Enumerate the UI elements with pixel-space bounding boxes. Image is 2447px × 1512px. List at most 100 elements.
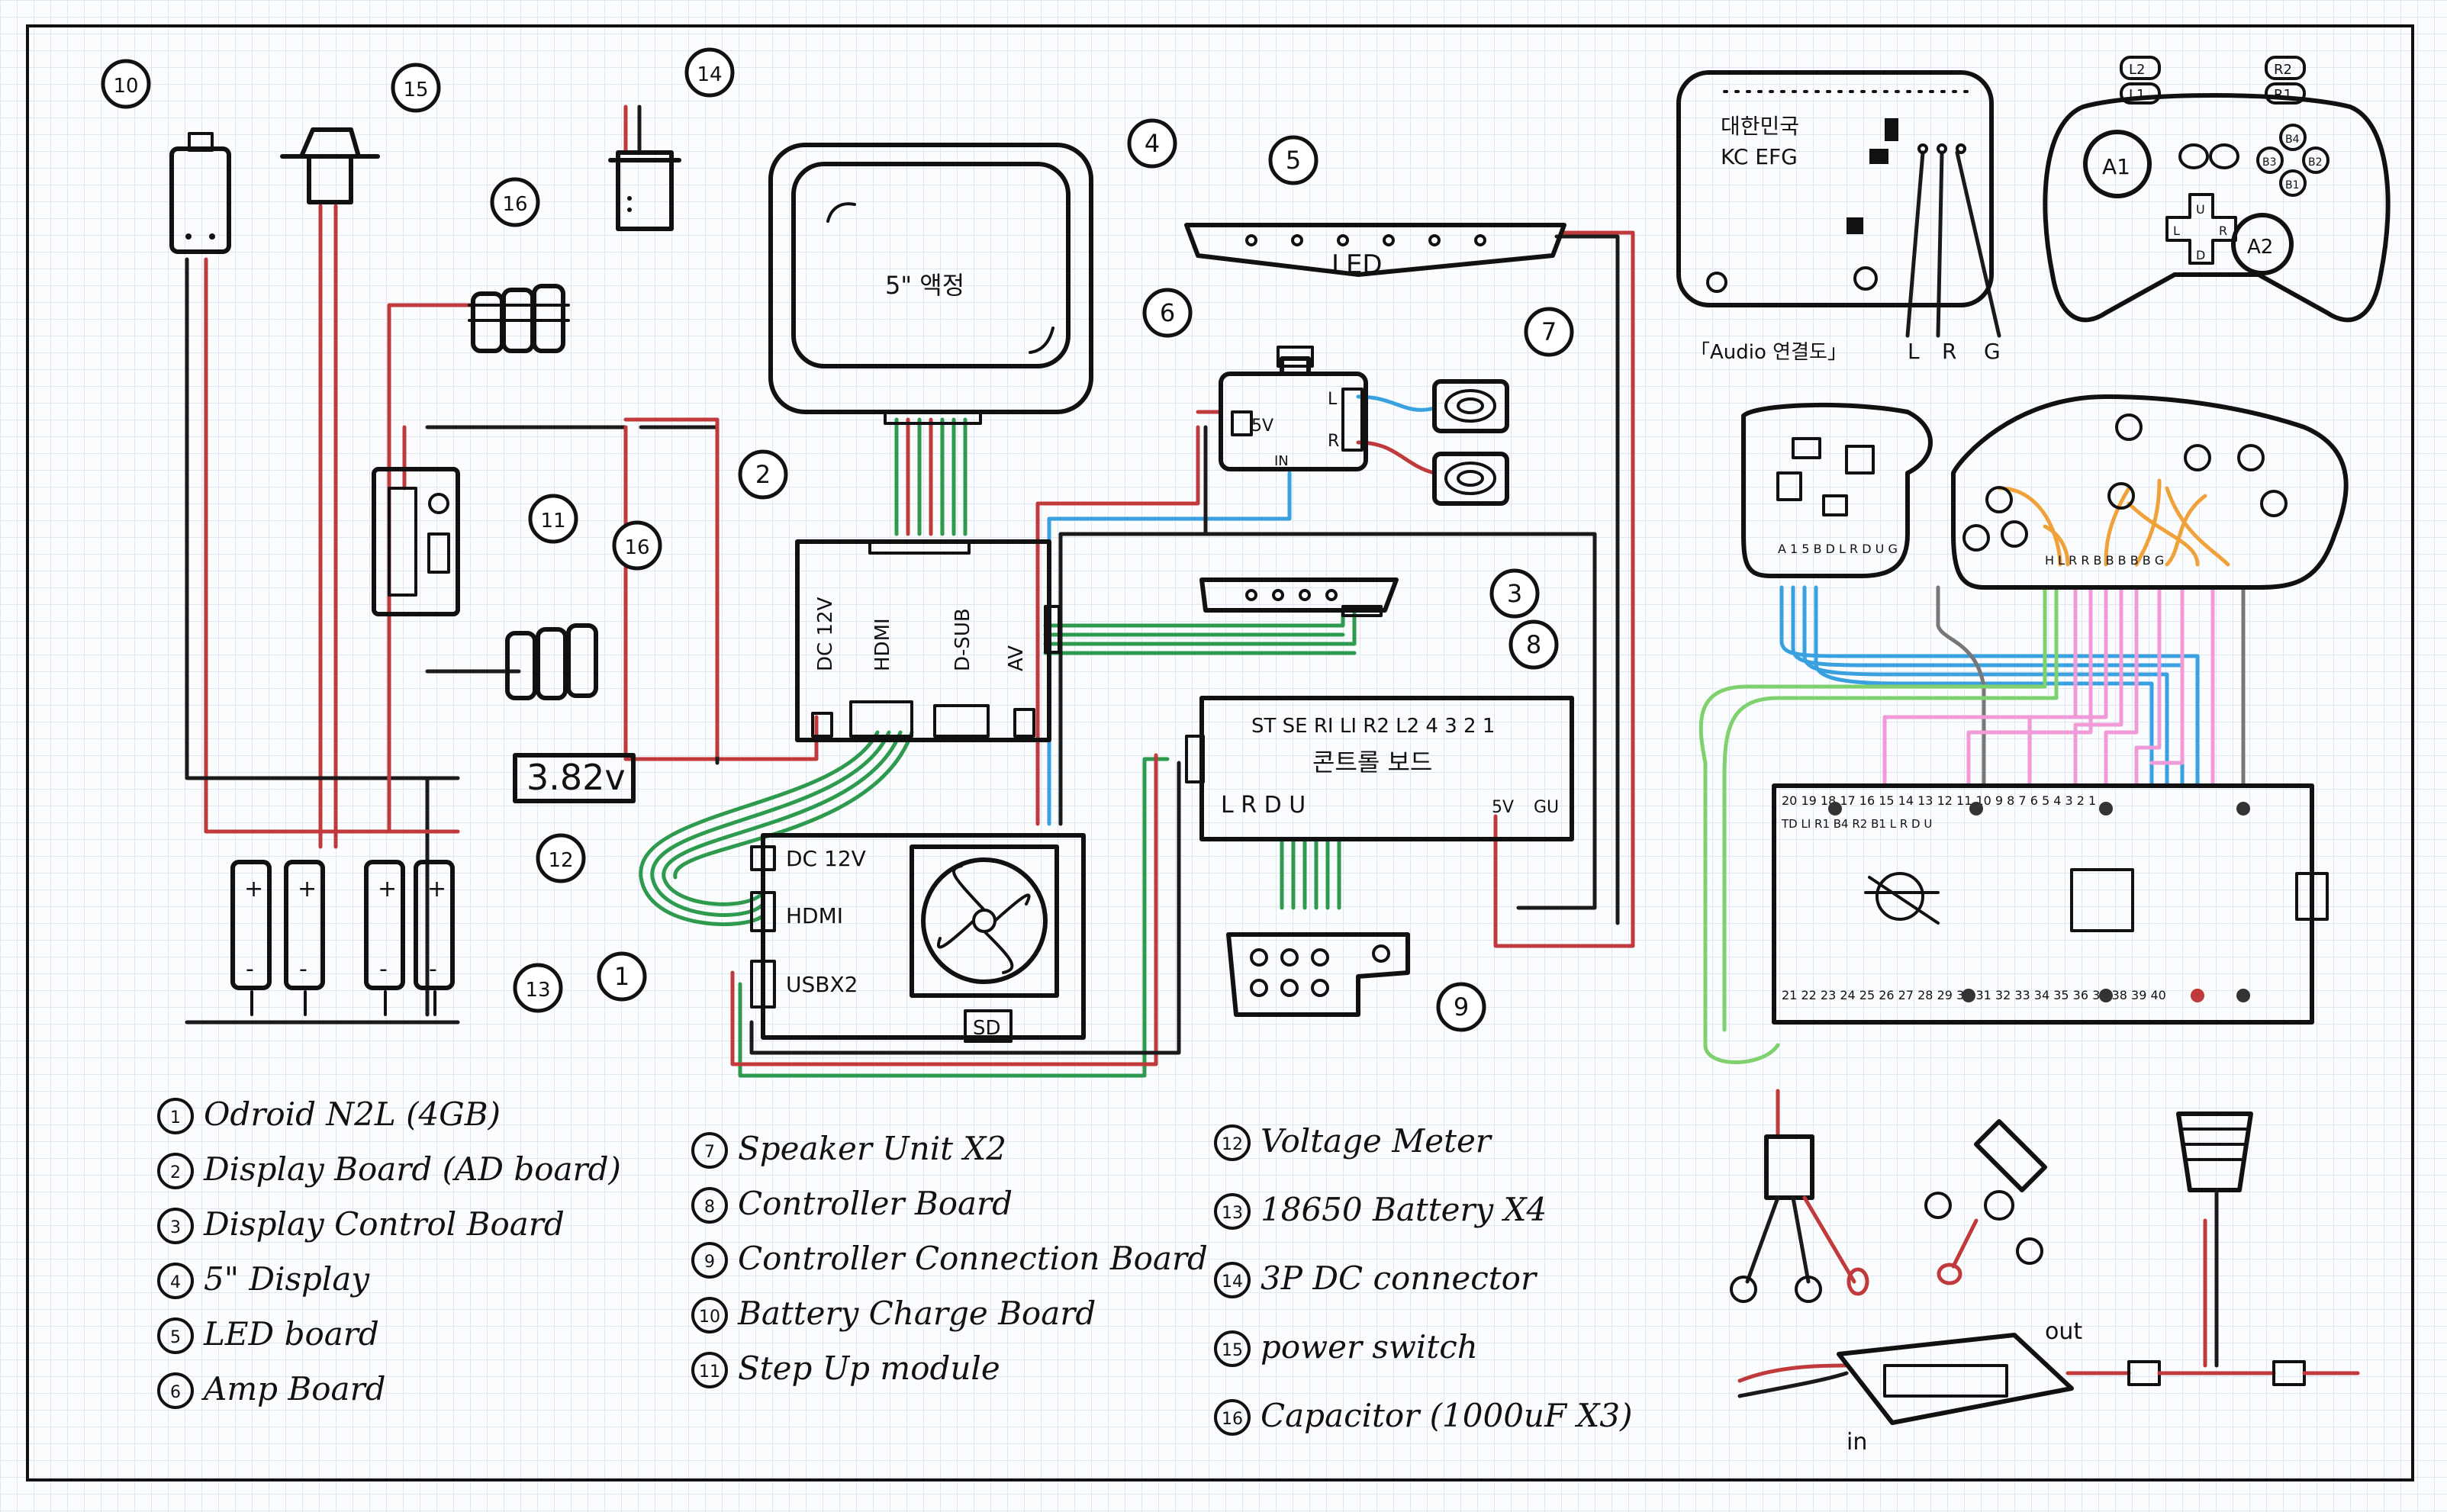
legend-number: 10 (699, 1308, 720, 1327)
legend-number-circle (691, 1187, 728, 1224)
legend-number: 12 (1222, 1135, 1243, 1154)
legend-text: Battery Charge Board (737, 1295, 1096, 1332)
pad-a1: A1 (2102, 154, 2130, 179)
badge-circle (1524, 307, 1574, 357)
badge-number: 16 (502, 193, 527, 216)
mcu-wiring (1698, 478, 2246, 1064)
badge-16: 16 (612, 520, 662, 571)
legend-text: power switch (1261, 1328, 1478, 1366)
badge-circle (1508, 619, 1559, 670)
audio-pcb: 대한민국 KC EFG 「Audio 연결도」 L R G (1676, 70, 2001, 364)
legend-text: 5" Display (204, 1260, 370, 1298)
legend-number-circle (157, 1098, 194, 1134)
controller-5v-label: 5V (1492, 798, 1514, 817)
badge-16: 16 (490, 177, 540, 227)
badge-circle (1142, 288, 1193, 338)
amp-r-label: R (1328, 432, 1339, 451)
badge-circle (513, 963, 563, 1013)
legend-number-circle (691, 1242, 728, 1279)
badge-circle (1436, 982, 1486, 1032)
pad-r: R (2219, 224, 2227, 238)
badge-number: 16 (624, 536, 649, 559)
legend-number-circle (157, 1208, 194, 1244)
badge-15: 15 (391, 63, 441, 113)
pad-l1: L1 (2129, 87, 2145, 103)
badge-number: 6 (1160, 298, 1175, 327)
legend-text: 18650 Battery X4 (1261, 1191, 1547, 1228)
amp-board: 5V L R IN (1219, 346, 1368, 471)
legend-number: 6 (170, 1383, 181, 1402)
badge-13: 13 (513, 963, 563, 1013)
badge-11: 11 (528, 494, 578, 544)
ad-hdmi-label: HDMI (871, 618, 894, 671)
legend-text: Capacitor (1000uF X3) (1261, 1397, 1632, 1434)
controller-dpad-labels: L R D U (1221, 792, 1306, 819)
audio-cert-label: KC EFG (1721, 144, 1798, 169)
legend-item: 16 Capacitor (1000uF X3) (1214, 1397, 1632, 1436)
controller-top-labels: ST SE RI LI R2 L2 4 3 2 1 (1251, 715, 1495, 738)
voltage-reading: 3.82v (526, 757, 626, 798)
led-label: LED (1331, 249, 1383, 280)
step-up-detail: out in (1737, 1318, 2360, 1456)
legend-text: Amp Board (201, 1370, 386, 1407)
ad-dc-label: DC 12V (814, 597, 837, 671)
capacitor-group-top (468, 284, 570, 353)
badge-circle (597, 951, 647, 1002)
legend-number-circle (157, 1372, 194, 1409)
badge-number: 12 (548, 849, 573, 872)
amp-in-label: IN (1274, 453, 1289, 469)
legend-number-circle (157, 1263, 194, 1299)
pad-r1: R1 (2274, 87, 2292, 103)
led-board: LED (1184, 223, 1566, 280)
badge-number: 15 (403, 79, 428, 101)
mcu-top-pins: 20 19 18 17 16 15 14 13 12 11 10 9 8 7 6… (1782, 793, 2096, 808)
audio-g-label: G (1984, 339, 2001, 364)
pad-d: D (2196, 248, 2205, 262)
legend-item: 15 power switch (1214, 1328, 1478, 1367)
legend-number-circle (157, 1153, 194, 1189)
badge-number: 11 (540, 510, 565, 532)
audio-note: 「Audio 연결도」 (1690, 341, 1847, 364)
badge-number: 3 (1507, 579, 1522, 608)
badge-5: 5 (1268, 135, 1318, 185)
capacitor-group-middle (505, 623, 598, 700)
legend-number: 14 (1222, 1272, 1243, 1292)
odroid-board: DC 12V HDMI USBX2 SD (750, 833, 1086, 1043)
legend-number-circle (1214, 1124, 1251, 1161)
odroid-hdmi-label: HDMI (786, 903, 843, 928)
lcd-label: 5" 액정 (885, 271, 964, 300)
badge-circle (490, 177, 540, 227)
legend-number-circle (691, 1352, 728, 1388)
badge-circle (1489, 568, 1540, 619)
controller-board: ST SE RI LI R2 L2 4 3 2 1 콘트롤 보드 L R D U… (1185, 696, 1574, 841)
badge-14: 14 (684, 47, 735, 98)
legend-number: 15 (1222, 1341, 1243, 1360)
left-pcb-pins: A 1 5 B D L R D U G (1778, 542, 1898, 556)
mcu-board: 20 19 18 17 16 15 14 13 12 11 10 9 8 7 6… (1772, 783, 2329, 1025)
badge-number: 10 (113, 75, 138, 98)
step-up-out-label: out (2045, 1318, 2082, 1345)
pad-r2: R2 (2274, 62, 2292, 78)
legend-number-circle (691, 1132, 728, 1169)
badge-number: 1 (614, 962, 629, 991)
controller-connection-board (1226, 932, 1410, 1017)
legend-item: 6 Amp Board (157, 1370, 386, 1409)
speaker-units (1432, 379, 1509, 506)
badge-number: 2 (755, 460, 771, 489)
pad-u: U (2196, 202, 2205, 217)
legend-text: Controller Connection Board (738, 1240, 1208, 1277)
legend-number: 16 (1222, 1410, 1243, 1429)
badge-number: 4 (1145, 129, 1160, 158)
pad-l2: L2 (2129, 62, 2145, 78)
badge-10: 10 (101, 59, 151, 109)
battery-plus-mark: + (298, 876, 317, 902)
